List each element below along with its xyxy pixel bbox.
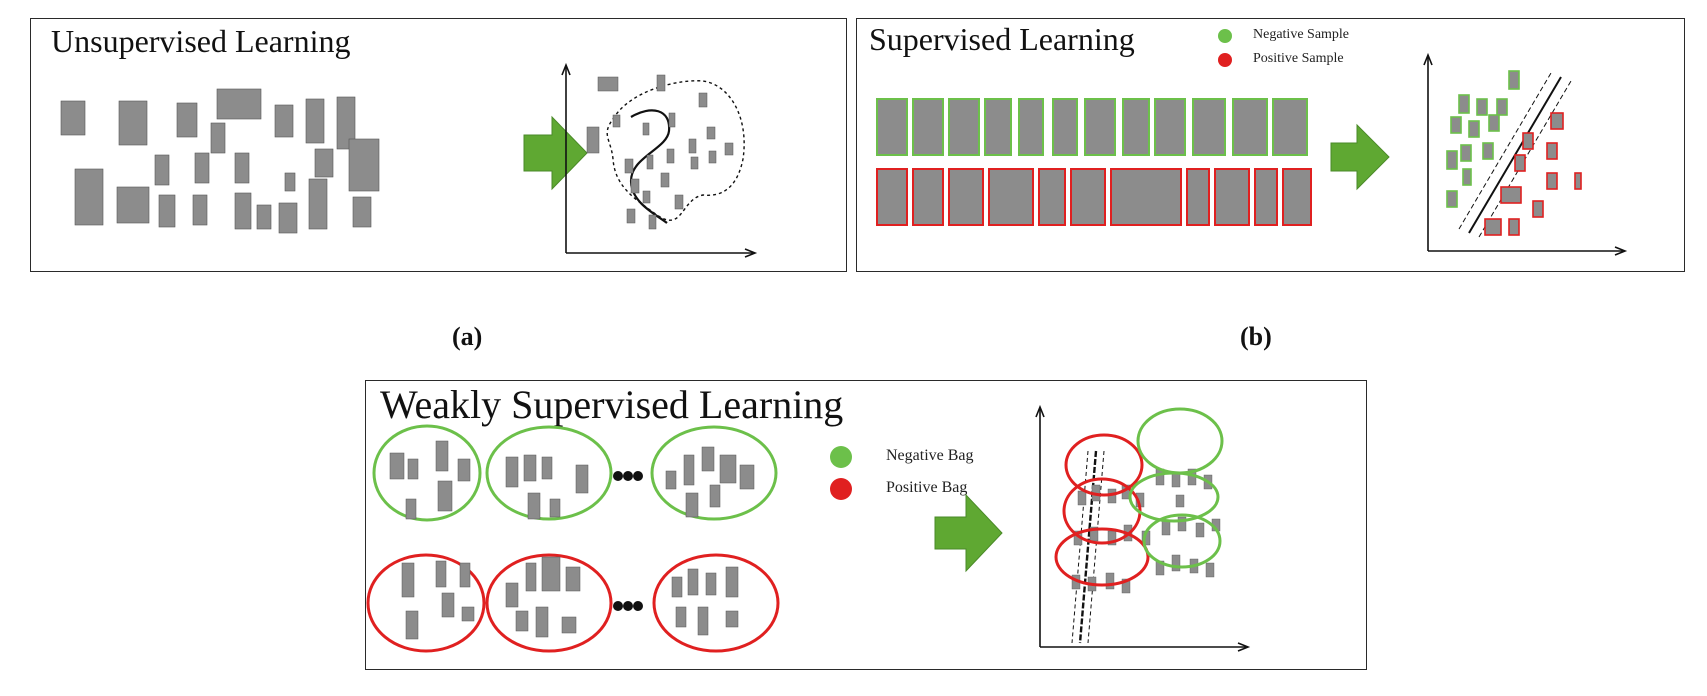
ellipsis-icon <box>613 601 643 611</box>
positive-scatter <box>1484 112 1582 236</box>
panel-title: Weakly Supervised Learning <box>380 382 844 427</box>
panel-label-b: (b) <box>1240 322 1272 351</box>
cluster-boundary-outer <box>606 80 745 221</box>
bag-thumbnails <box>389 440 755 640</box>
axes-icon <box>1035 404 1251 652</box>
panel-label-a: (a) <box>452 322 483 351</box>
scatter-bags <box>1054 407 1224 587</box>
negative-bag-dot-icon <box>830 446 852 468</box>
arrow-right-icon <box>934 493 1003 573</box>
cluster-boundary-inner <box>629 109 671 224</box>
arrow-right-icon <box>1330 123 1390 191</box>
panel-title: Unsupervised Learning <box>51 23 351 59</box>
decision-boundary <box>1071 450 1105 644</box>
negative-sample-dot-icon <box>1218 29 1232 43</box>
clustered-thumbnails <box>586 74 734 230</box>
positive-bag-dot-icon <box>830 478 852 500</box>
panel-unsupervised: Unsupervised Learning <box>30 18 847 272</box>
legend-positive-sample: Positive Sample <box>1253 51 1344 66</box>
negative-bags <box>372 424 778 522</box>
weakly-supervised-illustration <box>366 404 1251 653</box>
axes-icon <box>1423 52 1628 256</box>
positive-sample-dot-icon <box>1218 53 1232 67</box>
legend-negative-bag: Negative Bag <box>886 447 974 464</box>
negative-scatter <box>1446 70 1520 208</box>
positive-bags <box>366 553 780 653</box>
arrow-right-icon <box>523 115 588 191</box>
positive-sample-thumbnails <box>876 168 1312 226</box>
supervised-illustration <box>876 52 1628 256</box>
legend-negative-sample: Negative Sample <box>1253 27 1350 42</box>
panel-supervised: Supervised Learning Negative Sample Posi… <box>856 18 1685 272</box>
negative-sample-thumbnails <box>876 98 1308 156</box>
ellipsis-icon <box>613 471 643 481</box>
axes-icon <box>561 62 758 258</box>
unsupervised-illustration <box>60 62 758 258</box>
sample-thumbnails <box>60 88 380 234</box>
legend-positive-bag: Positive Bag <box>886 479 968 496</box>
panel-weakly-supervised: Weakly Supervised Learning Negative Bag … <box>365 380 1367 670</box>
panel-title: Supervised Learning <box>869 21 1135 57</box>
